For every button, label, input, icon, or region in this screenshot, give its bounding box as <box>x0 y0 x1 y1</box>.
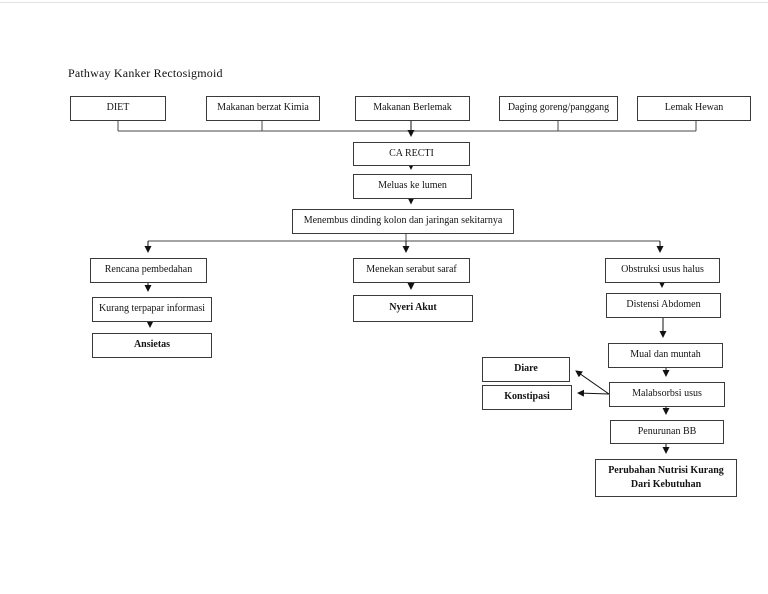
node-ca-recti: CA RECTI <box>353 142 470 166</box>
node-makanan-berzat-kimia: Makanan berzat Kimia <box>206 96 320 121</box>
node-kurang-terpapar-informasi: Kurang terpapar informasi <box>92 297 212 322</box>
node-diare: Diare <box>482 357 570 382</box>
node-perubahan-nutrisi: Perubahan Nutrisi Kurang Dari Kebutuhan <box>595 459 737 497</box>
node-rencana-pembedahan: Rencana pembedahan <box>90 258 207 283</box>
node-menekan-serabut-saraf: Menekan serabut saraf <box>353 258 470 283</box>
diagram-title: Pathway Kanker Rectosigmoid <box>68 66 223 80</box>
page-top-edge <box>0 2 768 3</box>
right-column-arrows <box>658 281 670 454</box>
top-bus-connector <box>117 121 697 132</box>
node-diet: DIET <box>70 96 166 121</box>
node-penurunan-bb: Penurunan BB <box>610 420 724 444</box>
branch-arrows <box>144 241 664 253</box>
node-menembus-dinding-kolon: Menembus dinding kolon dan jaringan seki… <box>292 209 514 234</box>
node-obstruksi-usus-halus: Obstruksi usus halus <box>605 258 720 283</box>
left-column-arrows <box>144 283 154 328</box>
node-mual-dan-muntah: Mual dan muntah <box>608 343 723 368</box>
node-makanan-berlemak: Makanan Berlemak <box>355 96 470 121</box>
node-daging-goreng-panggang: Daging goreng/panggang <box>499 96 618 121</box>
node-ansietas: Ansietas <box>92 333 212 358</box>
node-malabsorbsi-usus: Malabsorbsi usus <box>609 382 725 407</box>
node-meluas-ke-lumen: Meluas ke lumen <box>353 174 472 199</box>
node-distensi-abdomen: Distensi Abdomen <box>606 293 721 318</box>
side-effect-arrows <box>575 370 610 397</box>
node-lemak-hewan: Lemak Hewan <box>637 96 751 121</box>
node-nyeri-akut: Nyeri Akut <box>353 295 473 322</box>
branch-connector <box>148 234 660 242</box>
node-konstipasi: Konstipasi <box>482 385 572 410</box>
